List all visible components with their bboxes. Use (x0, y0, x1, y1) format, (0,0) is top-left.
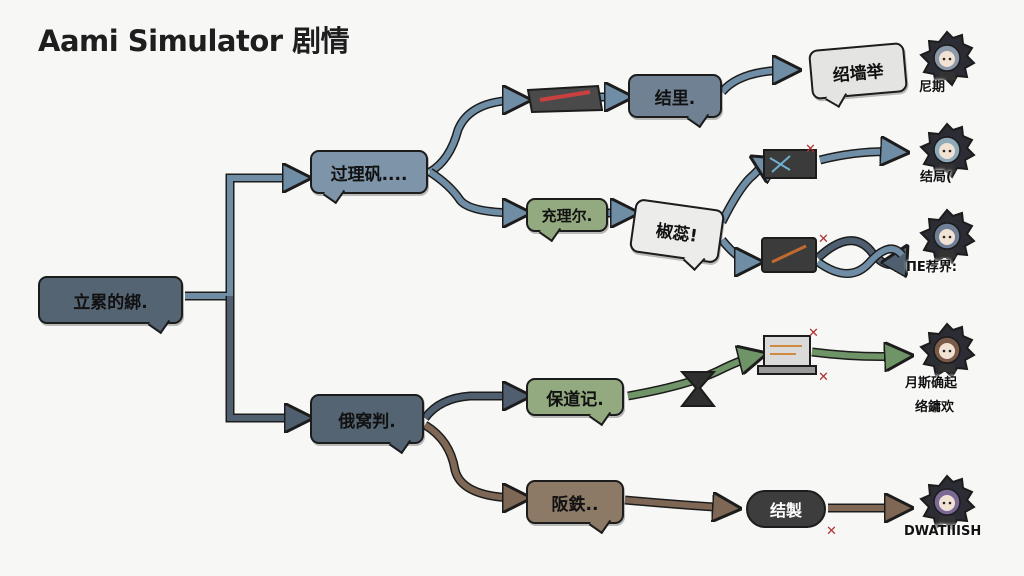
node-l-pill[interactable]: 结製 (746, 490, 826, 528)
node-l-pill-label: 结製 (769, 501, 802, 520)
spark-mark: ✕ (808, 326, 819, 341)
broken-item-icon (526, 84, 604, 114)
hourglass-icon (679, 371, 717, 407)
arrow-start-to-lower (225, 296, 302, 418)
ending-label: ΠΕ荐界: (906, 260, 957, 275)
monitor-icon (761, 237, 817, 273)
page-title: Aami Simulator 剧情 (38, 24, 350, 58)
character-portrait-icon (919, 474, 976, 531)
ending-label: 尼期 (919, 80, 946, 95)
node-u-choice-label: 椒蕊! (654, 220, 699, 247)
node-upper-label: 过理矾.... (330, 164, 408, 185)
node-l-bot-label: 阪鉄.. (551, 494, 599, 515)
arrow-choice-up (717, 152, 898, 225)
ending-sublabel: 络鏞欢 (915, 400, 955, 415)
node-upper[interactable]: 过理矾.... (310, 150, 428, 194)
spark-mark: ✕ (818, 370, 829, 385)
arrow-top-to-ending1 (600, 70, 790, 97)
character-portrait-icon (919, 208, 976, 265)
ending-label: DWATIIISH (904, 524, 982, 539)
ending-avatar[interactable] (918, 208, 976, 266)
node-start-label: 立累的綁. (73, 292, 148, 313)
node-u-mid[interactable]: 充理尔. (526, 198, 608, 232)
arrow-upper-to-top (427, 100, 520, 176)
arrow-lbot-to-ending5 (624, 500, 902, 508)
node-start[interactable]: 立累的綁. (38, 276, 183, 324)
spark-mark: ✕ (805, 142, 816, 157)
character-portrait-icon (919, 322, 976, 379)
arrow-lower-to-ltop (421, 396, 520, 421)
node-l-bot[interactable]: 阪鉄.. (526, 480, 624, 524)
arrow-start-to-upper (185, 178, 300, 301)
arrow-upper-to-mid (427, 168, 520, 213)
node-top-right-label: 绍墙举 (831, 61, 885, 86)
node-top-right[interactable]: 绍墙举 (808, 41, 908, 101)
character-portrait-icon (919, 122, 976, 179)
arrow-lower-to-lbot (422, 421, 520, 498)
ending-avatar[interactable] (918, 122, 976, 180)
node-u-top-label: 结里. (654, 88, 696, 109)
ending-avatar[interactable] (918, 322, 976, 380)
arrow-ltop-to-ending4 (627, 352, 902, 401)
node-u-top[interactable]: 结里. (628, 74, 722, 118)
spark-mark: ✕ (826, 524, 837, 539)
ending-avatar[interactable] (918, 474, 976, 532)
node-l-top-label: 保道记. (546, 389, 604, 410)
node-l-top[interactable]: 保道记. (526, 378, 624, 416)
ending-label: 月斯确起 (905, 376, 958, 391)
node-u-mid-label: 充理尔. (541, 206, 593, 225)
node-lower[interactable]: 俄窝判. (310, 394, 424, 444)
ending-label: 结局( (920, 170, 952, 185)
node-lower-label: 俄窝判. (338, 411, 396, 432)
character-portrait-icon (919, 30, 976, 87)
laptop-icon (757, 335, 817, 375)
ending-avatar[interactable] (918, 30, 976, 88)
spark-mark: ✕ (818, 232, 829, 247)
book-icon (763, 149, 817, 179)
arrow-choice-down (718, 236, 902, 274)
